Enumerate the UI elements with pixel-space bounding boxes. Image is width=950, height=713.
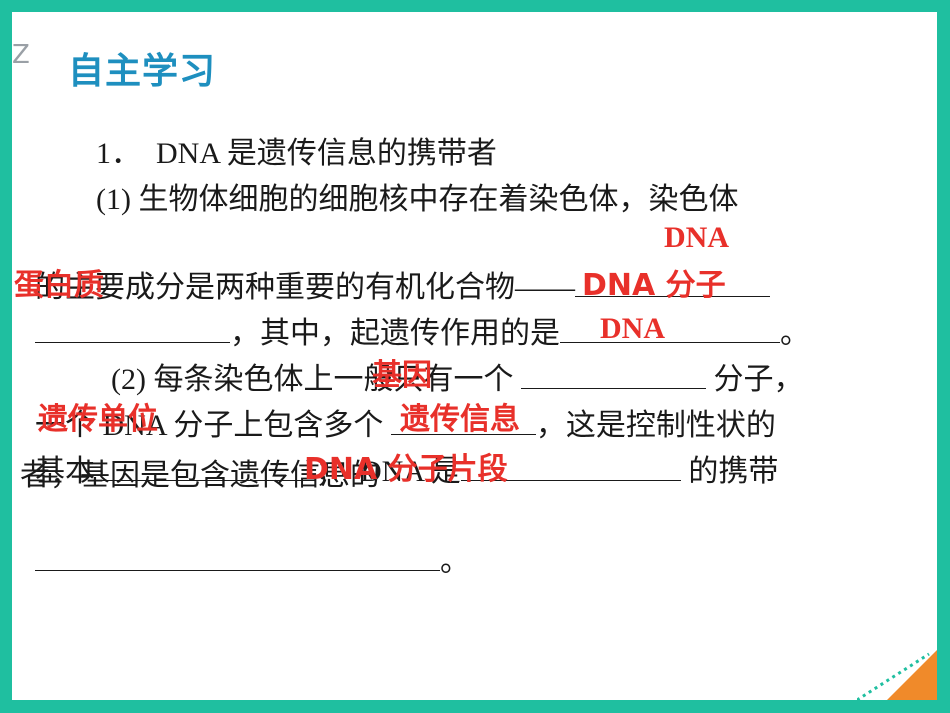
answer-8: DNA 分子片段 xyxy=(304,452,508,487)
period-1: 。 xyxy=(780,317,810,350)
text-line-7-head: 基本 xyxy=(35,455,95,488)
text-line-7-mid: ； DNA 是 xyxy=(315,455,461,488)
text-line-5-tail: 分子， xyxy=(713,363,804,396)
text-line-3-content: 的主要成分是两种重要的有机化合物—— xyxy=(35,271,575,304)
text-line-3: 的主要成分是两种重要的有机化合物—— xyxy=(20,226,770,308)
answer-6: 遗传单位 xyxy=(38,402,158,437)
text-line-7: 基本 ； DNA 是 的携带 xyxy=(20,410,778,492)
text-line-5: (2) 每条染色体上一般只有一个 分子， xyxy=(96,318,803,400)
text-line-7-tail: 的携带 xyxy=(688,455,779,488)
period-2: 。 xyxy=(440,545,470,578)
answer-1: DNA xyxy=(664,221,729,254)
fill-blank-2[interactable] xyxy=(35,312,230,343)
text-line-6: 一个 DNA 分子上包含多个 ，这是控制性状的 xyxy=(20,364,776,446)
text-line-2: (1) 生物体细胞的细胞核中存在着染色体，染色体 xyxy=(96,183,739,216)
fill-blank-5[interactable] xyxy=(390,404,536,435)
answer-7: 遗传信息 xyxy=(400,402,520,437)
fill-blank-1[interactable] xyxy=(575,266,770,297)
corner-decoration-icon xyxy=(857,650,937,700)
answer-2: 蛋白质 xyxy=(14,268,104,303)
answer-5: 基因 xyxy=(372,358,432,393)
answer-3: DNA 分子 xyxy=(582,268,726,303)
text-line-4: ，其中，起遗传作用的是 。 xyxy=(20,272,810,354)
question-heading: 1． DNA 是遗传信息的携带者 xyxy=(96,137,497,170)
answer-4: DNA xyxy=(600,312,665,345)
fill-blank-3[interactable] xyxy=(560,312,780,343)
text-line-8: 者，基因是包含遗传信息的 xyxy=(20,459,380,492)
slide-panel xyxy=(12,12,937,700)
corner-glyph: Z xyxy=(12,40,30,70)
text-line-6-content: 一个 DNA 分子上包含多个 xyxy=(35,409,384,442)
fill-blank-7[interactable] xyxy=(460,450,681,481)
text-line-6-tail: ，这是控制性状的 xyxy=(535,409,776,442)
text-line-4-content: ，其中，起遗传作用的是 xyxy=(230,317,560,350)
text-line-9: 。 xyxy=(20,500,470,582)
fill-blank-8[interactable] xyxy=(35,540,440,571)
section-title: 自主学习 xyxy=(68,51,217,92)
fill-blank-6[interactable] xyxy=(95,450,315,481)
text-line-5-content: (2) 每条染色体上一般只有一个 xyxy=(111,363,514,396)
fill-blank-4[interactable] xyxy=(520,358,706,389)
